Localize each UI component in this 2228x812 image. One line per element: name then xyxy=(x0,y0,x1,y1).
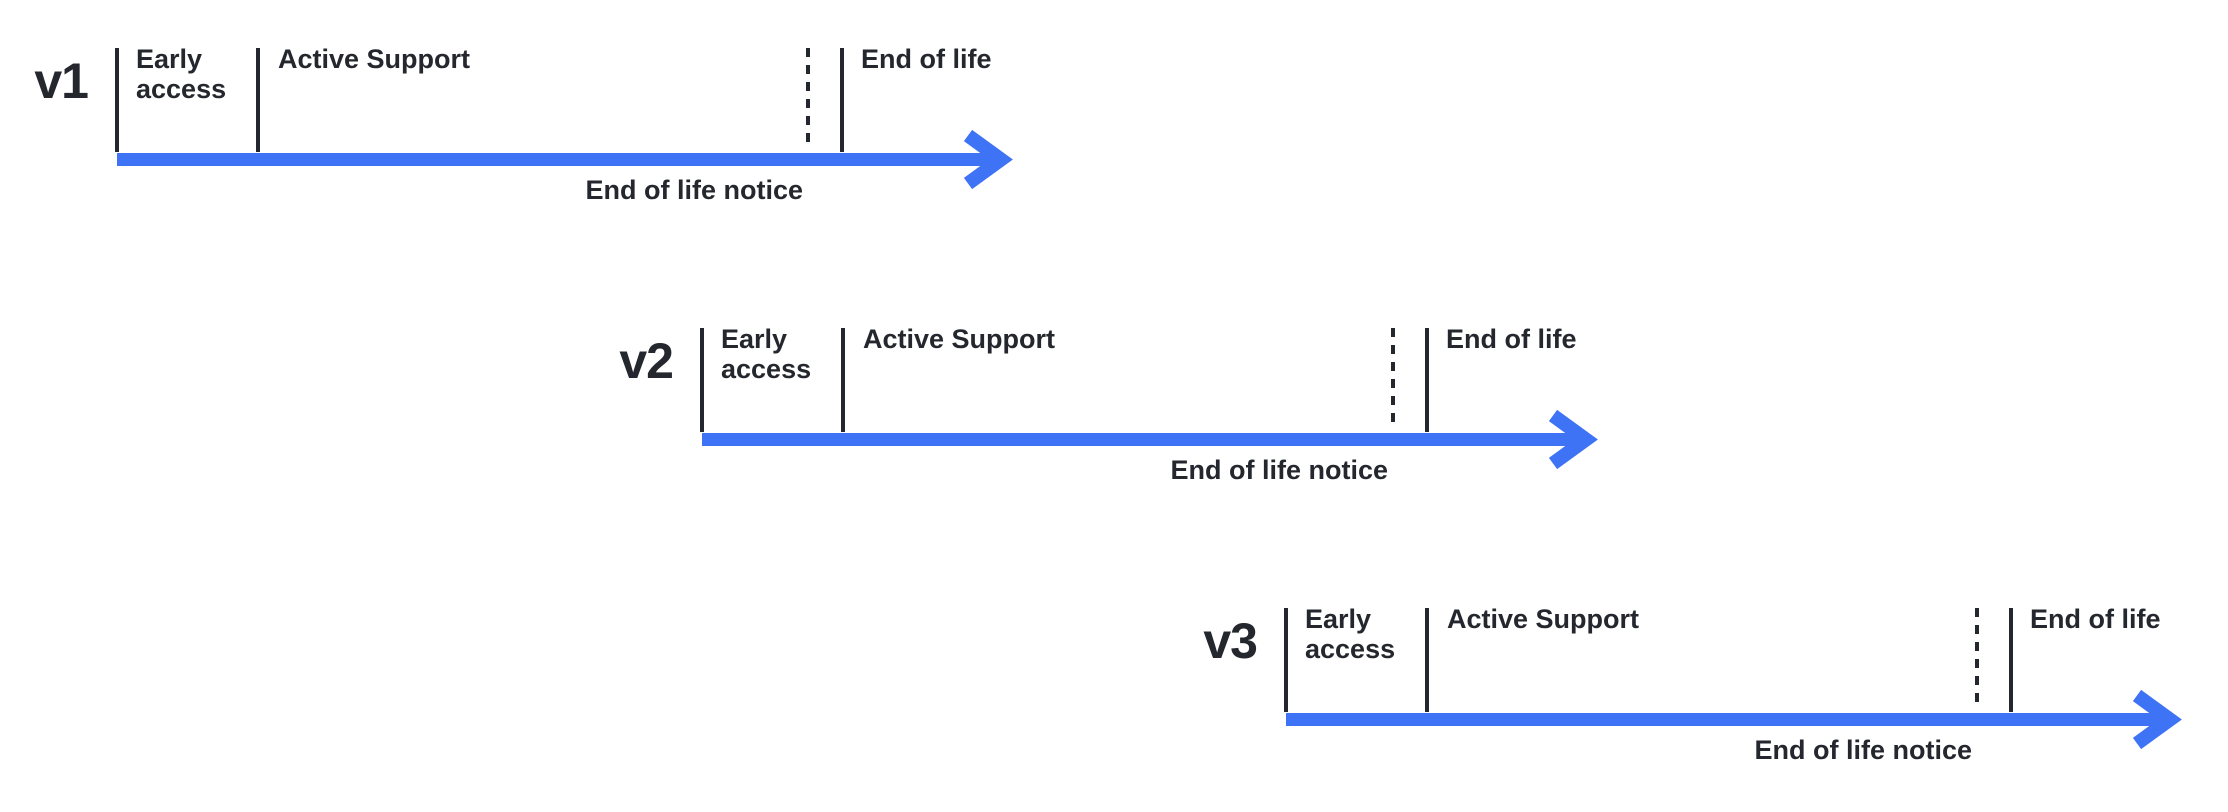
active-support-label: Active Support xyxy=(278,44,471,74)
end-of-life-label: End of life xyxy=(1446,324,1577,354)
arrow-head-icon xyxy=(2132,689,2182,750)
early-access-start-tick xyxy=(115,48,119,152)
early-access-start-tick xyxy=(1284,608,1288,712)
timeline-arrow-right-icon xyxy=(702,409,1598,470)
timeline-v3: v3 Early access Active Support End of li… xyxy=(1169,560,2228,810)
early-access-start-tick xyxy=(700,328,704,432)
version-label: v3 xyxy=(1203,613,1258,669)
arrow-head-icon xyxy=(1548,409,1598,470)
end-of-life-tick xyxy=(2009,608,2013,712)
active-support-label: Active Support xyxy=(1447,604,1640,634)
end-of-life-notice-label: End of life notice xyxy=(1170,455,1388,485)
timeline-arrow-right-icon xyxy=(1286,689,2182,750)
end-of-life-notice-dashed-tick xyxy=(806,48,810,148)
end-of-life-tick xyxy=(1425,328,1429,432)
arrow-head-icon xyxy=(963,129,1013,190)
active-support-start-tick xyxy=(841,328,845,432)
end-of-life-label: End of life xyxy=(861,44,992,74)
active-support-start-tick xyxy=(256,48,260,152)
early-access-label: Early access xyxy=(1305,604,1396,664)
timeline-v1: v1 Early access Active Support End of li… xyxy=(0,0,1100,250)
active-support-start-tick xyxy=(1425,608,1429,712)
active-support-label: Active Support xyxy=(863,324,1056,354)
end-of-life-notice-label: End of life notice xyxy=(585,175,803,205)
early-access-label: Early access xyxy=(136,44,227,104)
end-of-life-tick xyxy=(840,48,844,152)
timeline-v2: v2 Early access Active Support End of li… xyxy=(585,280,1685,530)
end-of-life-label: End of life xyxy=(2030,604,2161,634)
end-of-life-notice-label: End of life notice xyxy=(1754,735,1972,765)
end-of-life-notice-dashed-tick xyxy=(1975,608,1979,708)
early-access-label: Early access xyxy=(721,324,812,384)
timeline-arrow-right-icon xyxy=(117,129,1013,190)
end-of-life-notice-dashed-tick xyxy=(1391,328,1395,428)
version-label: v2 xyxy=(619,333,674,389)
version-label: v1 xyxy=(34,53,89,109)
